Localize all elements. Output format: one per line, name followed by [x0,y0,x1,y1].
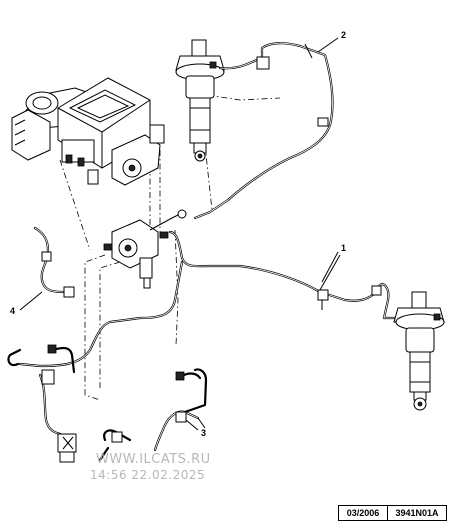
callout-2-leader [317,37,339,53]
diagram-date: 03/2006 [338,505,388,521]
lower-left-sensor-lines [7,344,77,463]
callout-1: 1 [341,243,346,253]
callout-labels: 1 2 3 4 [10,30,346,438]
watermark-timestamp: 14:56 22.02.2025 [90,468,206,482]
callout-3: 3 [201,428,206,438]
assembly-reference-lines [59,94,281,401]
brake-pipe-2 [193,42,334,220]
callout-4: 4 [10,306,15,316]
front-suspension-cylinder [175,39,225,162]
callout-2: 2 [341,30,346,40]
hydraulic-pump-unit [11,77,165,186]
pressure-regulator [103,209,187,289]
watermark-site: WWW.ILCATS.RU [96,452,211,467]
diagram-code: 3941N01A [388,505,447,521]
brake-pipe-1 [18,230,397,368]
rear-suspension-cylinder [393,291,445,411]
brake-pipe-4 [19,226,75,311]
brake-pipe-3 [98,368,208,462]
callout-3-leader [185,419,199,431]
callout-1-leader [321,251,339,283]
